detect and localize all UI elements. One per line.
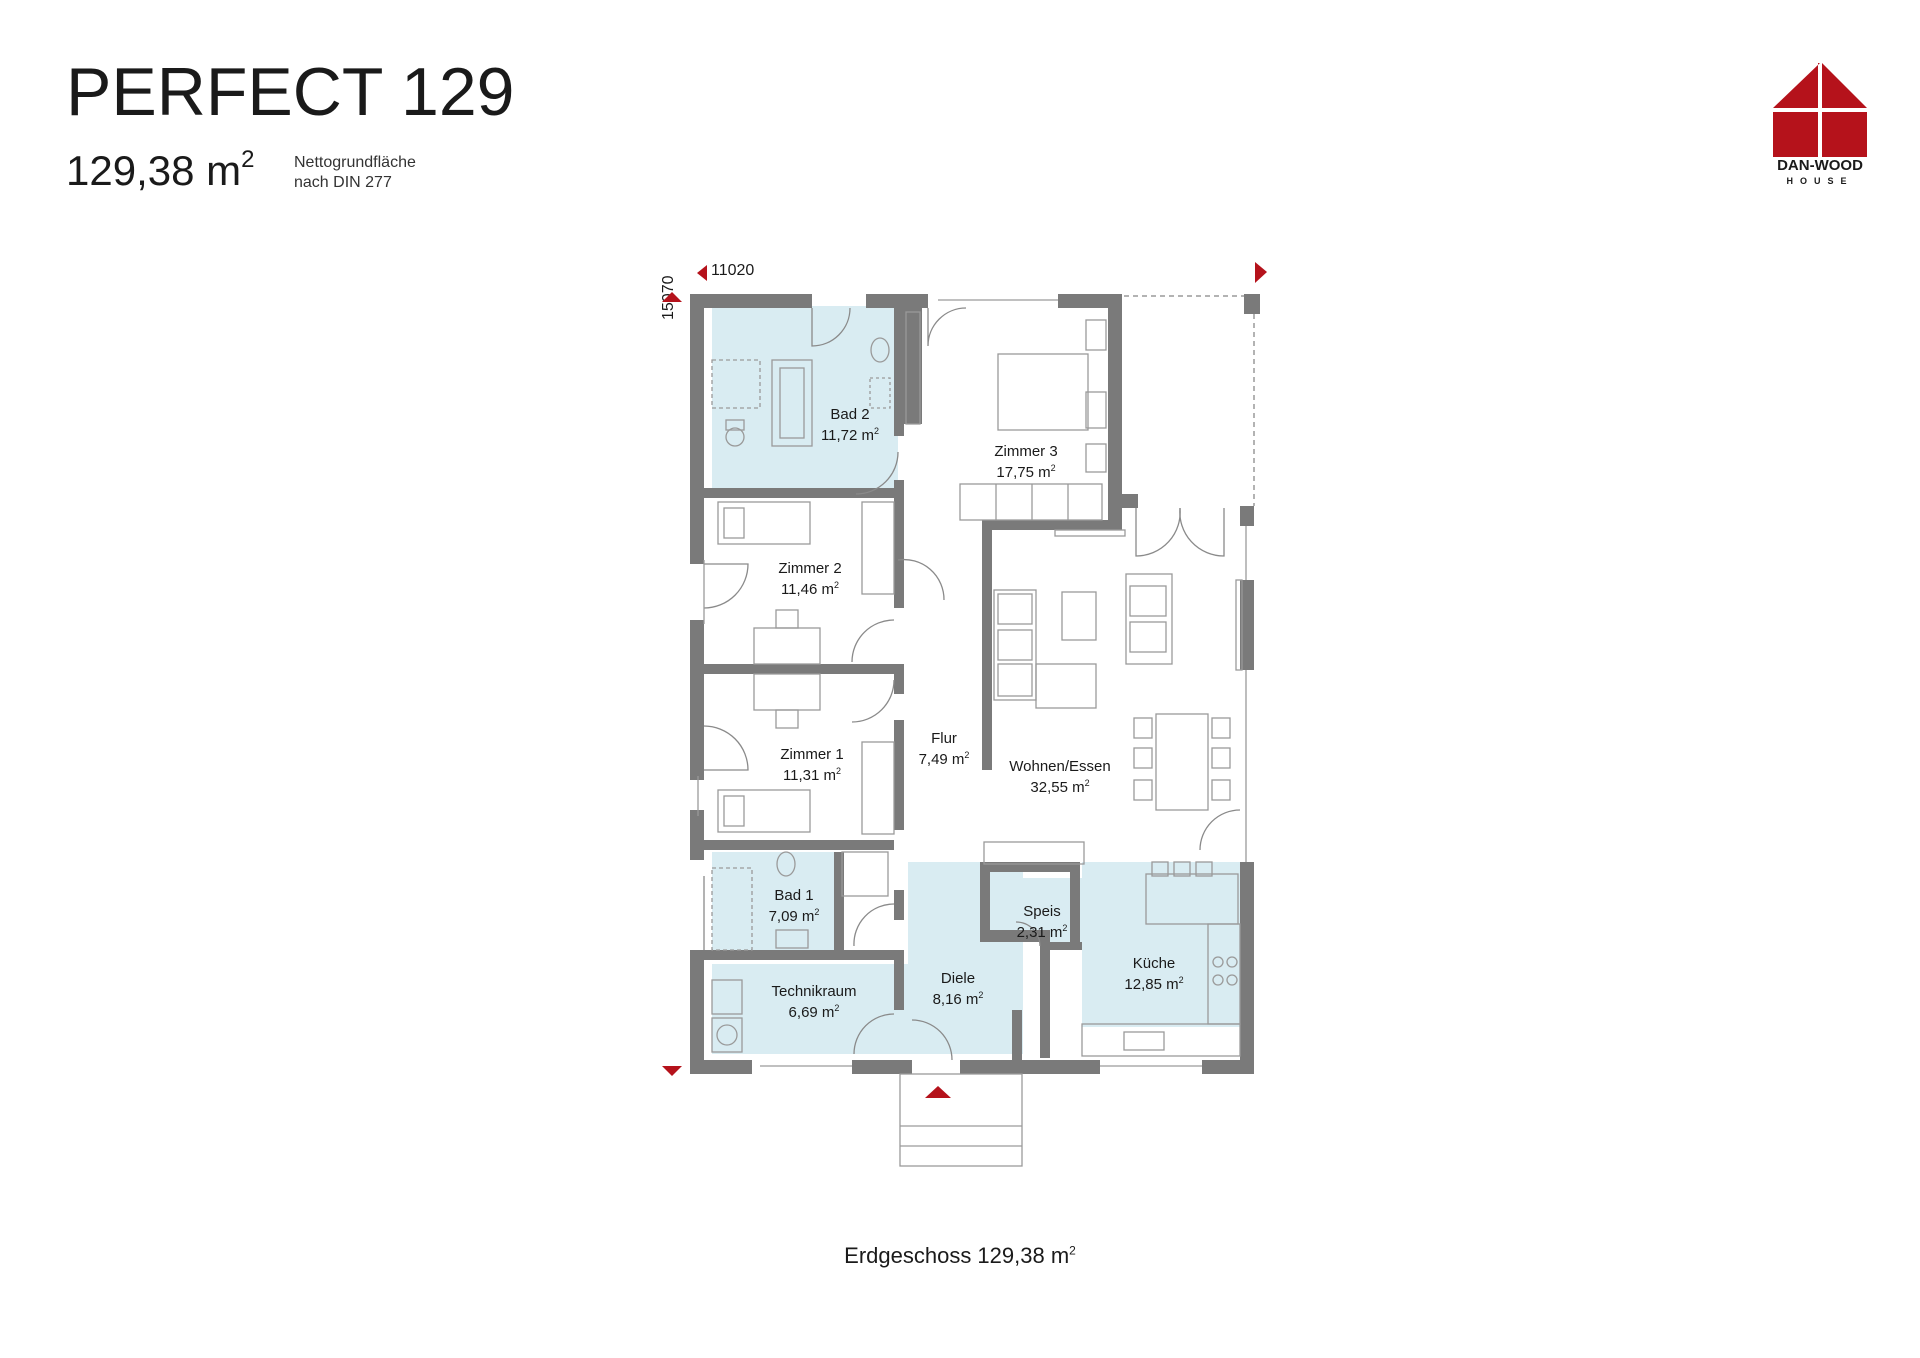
room-area: 7,09 m2 xyxy=(768,907,820,925)
room-label-technik: Technikraum 6,69 m2 xyxy=(771,983,856,1021)
terrace-outline xyxy=(1124,295,1255,506)
room-label-speis: Speis 2,31 m2 xyxy=(1017,903,1068,941)
total-area: 129,38 m2 xyxy=(66,147,254,194)
room-label-diele: Diele 8,16 m2 xyxy=(933,970,984,1008)
room-name: Wohnen/Essen xyxy=(1009,758,1111,775)
room-name: Küche xyxy=(1132,955,1176,972)
dan-wood-logo-icon xyxy=(1773,63,1867,157)
room-area: 6,69 m2 xyxy=(788,1003,840,1021)
room-name: Bad 2 xyxy=(830,406,870,423)
height-arrow-top-icon xyxy=(662,292,682,302)
room-label-wohnen: Wohnen/Essen 32,55 m2 xyxy=(1009,758,1110,796)
floor-caption-text: Erdgeschoss 129,38 m xyxy=(844,1243,1070,1268)
room-label-kueche: Küche 12,85 m2 xyxy=(1124,955,1183,993)
room-area: 11,72 m2 xyxy=(820,426,880,444)
room-label-zimmer2: Zimmer 2 11,46 m2 xyxy=(778,560,841,598)
area-note-line1: Nettogrundfläche xyxy=(294,154,416,171)
room-area: 17,75 m2 xyxy=(996,463,1056,481)
room-name: Zimmer 3 xyxy=(994,443,1058,460)
room-label-bad1: Bad 1 7,09 m2 xyxy=(769,887,820,925)
exterior-walls xyxy=(690,294,1254,1074)
room-area: 7,49 m2 xyxy=(918,750,970,768)
plan-title: PERFECT 129 xyxy=(66,54,515,130)
terrace-post xyxy=(1244,294,1260,314)
total-area-value: 129,38 m xyxy=(66,147,242,194)
room-name: Zimmer 1 xyxy=(780,746,844,763)
room-name: Speis xyxy=(1023,903,1061,920)
room-area: 11,46 m2 xyxy=(780,580,840,598)
room-name: Diele xyxy=(940,970,976,987)
door-swings xyxy=(703,307,1241,1061)
room-area: 8,16 m2 xyxy=(932,990,984,1008)
width-arrow-right-icon xyxy=(1255,262,1267,283)
area-note: Nettogrundfläche nach DIN 277 xyxy=(294,153,416,193)
room-label-zimmer3: Zimmer 3 17,75 m2 xyxy=(994,443,1057,481)
width-arrow-left-icon xyxy=(697,265,707,281)
furniture xyxy=(697,299,1247,1167)
room-area: 32,55 m2 xyxy=(1030,778,1090,796)
room-name: Zimmer 2 xyxy=(778,560,842,577)
room-label-zimmer1: Zimmer 1 11,31 m2 xyxy=(780,746,843,784)
room-label-bad2: Bad 2 11,72 m2 xyxy=(821,406,879,444)
room-area: 2,31 m2 xyxy=(1016,923,1068,941)
room-name: Flur xyxy=(931,730,957,747)
logo-name: DAN-WOOD xyxy=(1777,157,1863,174)
area-note-line2: nach DIN 277 xyxy=(294,174,392,191)
room-name: Bad 1 xyxy=(774,887,814,904)
total-area-unit-sup: 2 xyxy=(241,146,255,173)
entrance-arrow-icon xyxy=(925,1086,951,1098)
logo-sub: HOUSE xyxy=(1786,176,1854,186)
interior-walls xyxy=(704,306,1122,1060)
floor-caption: Erdgeschoss 129,38 m2 xyxy=(0,1243,1920,1269)
room-label-flur: Flur 7,49 m2 xyxy=(919,730,970,768)
room-area: 11,31 m2 xyxy=(782,766,842,784)
height-arrow-bottom-icon xyxy=(662,1066,682,1076)
room-area: 12,85 m2 xyxy=(1124,975,1184,993)
width-dimension: 11020 xyxy=(711,262,755,279)
room-name: Technikraum xyxy=(771,983,857,1000)
floor-caption-sup: 2 xyxy=(1069,1243,1076,1258)
